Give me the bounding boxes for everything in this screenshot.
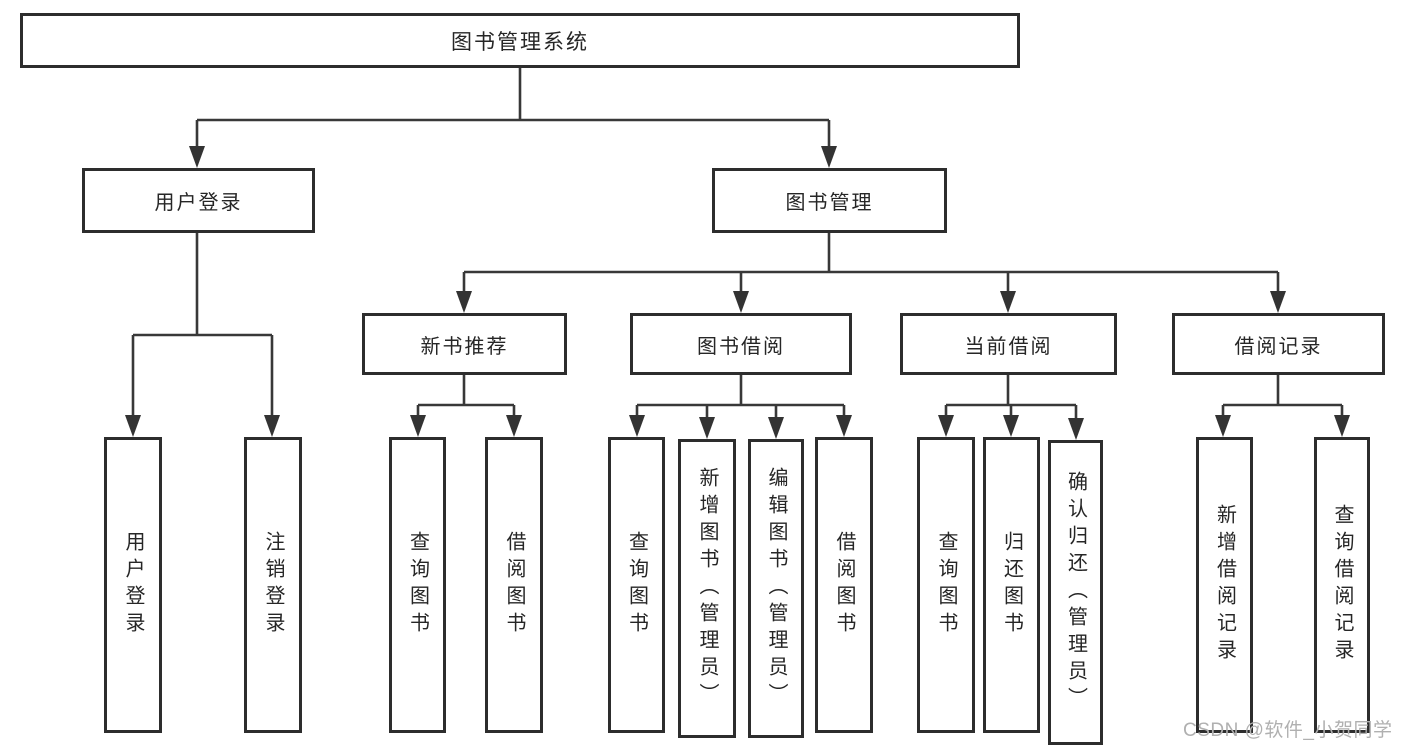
leaf-edit-books-admin: 编辑图书（管理员） [748,439,804,738]
node-label: 借阅记录 [1234,335,1323,358]
connector-book-borrowing-to-leaves [629,375,852,439]
leaf-query-books-recommend: 查询图书 [389,437,446,733]
node-book-management: 图书管理 [712,168,947,233]
node-label: 用户登录 [122,531,144,639]
leaf-query-books-borrowing: 查询图书 [608,437,665,733]
leaf-add-books-admin: 新增图书（管理员） [678,439,736,738]
node-label: 图书管理 [785,192,874,214]
leaf-add-borrow-record: 新增借阅记录 [1196,437,1253,733]
node-label: 用户登录 [154,192,243,214]
node-label: 图书管理系统 [451,30,589,54]
leaf-confirm-return-admin: 确认归还（管理员） [1048,440,1103,745]
node-root: 图书管理系统 [20,13,1020,68]
node-book-borrowing: 图书借阅 [630,313,852,375]
node-label: 新增图书（管理员） [696,467,718,710]
node-label: 借阅图书 [833,531,855,639]
connector-new-book-recommend-to-leaves [410,375,522,437]
leaf-borrow-books-recommend: 借阅图书 [485,437,543,733]
connector-root-to-level2 [189,68,837,168]
node-new-book-recommend: 新书推荐 [362,313,567,375]
leaf-query-books-current: 查询图书 [917,437,975,733]
node-label: 查询图书 [406,531,429,639]
node-label: 当前借阅 [964,335,1053,358]
node-label: 图书借阅 [697,335,785,358]
node-label: 查询借阅记录 [1331,504,1353,666]
node-label: 新书推荐 [420,335,509,358]
node-user-login: 用户登录 [82,168,315,233]
node-label: 查询图书 [935,531,957,639]
leaf-query-borrow-record: 查询借阅记录 [1314,437,1370,733]
leaf-logout: 注销登录 [244,437,302,733]
node-label: 编辑图书（管理员） [765,467,787,710]
connector-current-borrowing-to-leaves [938,375,1084,440]
node-borrowing-records: 借阅记录 [1172,313,1385,375]
node-label: 注销登录 [262,531,284,639]
node-label: 确认归还（管理员） [1064,471,1087,714]
connector-book-management-to-level3 [456,233,1286,313]
leaf-user-login: 用户登录 [104,437,162,733]
node-label: 归还图书 [1000,531,1023,639]
node-label: 借阅图书 [503,531,525,639]
watermark: CSDN @软件_小贺同学 [1183,720,1393,741]
node-label: 查询图书 [625,531,648,639]
node-current-borrowing: 当前借阅 [900,313,1117,375]
connector-borrowing-records-to-leaves [1215,375,1350,437]
node-label: 新增借阅记录 [1213,504,1236,666]
connector-user-login-to-leaves [125,233,280,437]
leaf-borrow-books: 借阅图书 [815,437,873,733]
leaf-return-books: 归还图书 [983,437,1040,733]
